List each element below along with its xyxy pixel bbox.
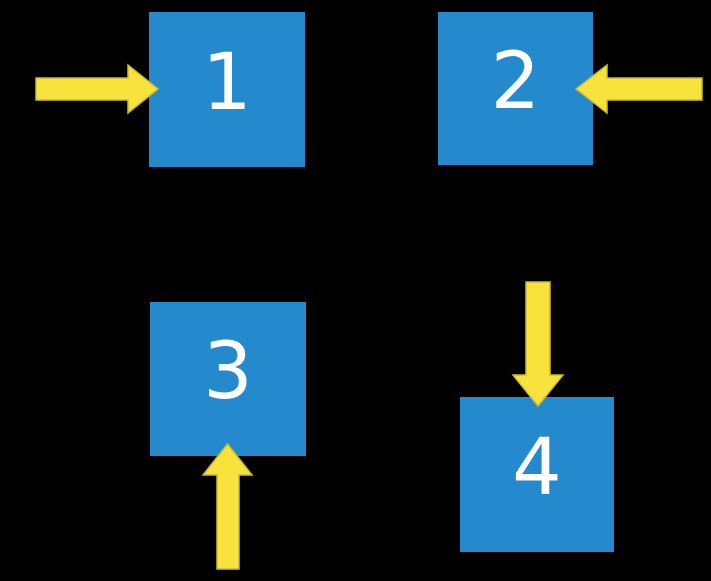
arrow-up-icon xyxy=(201,442,254,570)
arrow-left-icon xyxy=(574,63,703,115)
square-3-label: 3 xyxy=(203,327,253,417)
square-2-label: 2 xyxy=(490,36,541,127)
arrow-right-icon xyxy=(35,63,160,115)
arrow-down-icon xyxy=(511,281,565,408)
square-1: 1 xyxy=(149,12,305,167)
square-4-label: 4 xyxy=(512,422,562,513)
square-3: 3 xyxy=(150,302,306,456)
square-4: 4 xyxy=(460,397,614,552)
square-2: 2 xyxy=(438,12,593,165)
square-1-label: 1 xyxy=(202,37,252,128)
